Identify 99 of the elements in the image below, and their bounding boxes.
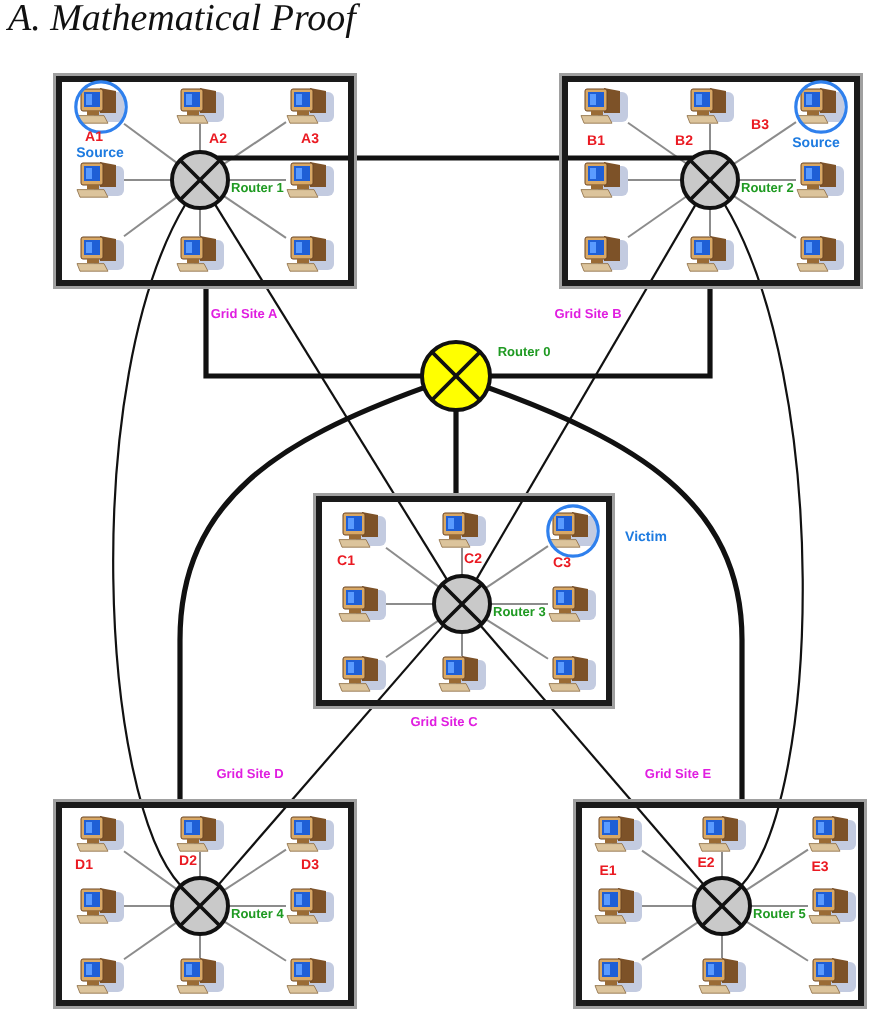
connection-line <box>385 546 441 589</box>
connection-line <box>385 603 435 605</box>
connection-line <box>203 286 422 379</box>
connection-line <box>627 195 689 239</box>
connection-line <box>199 207 201 237</box>
connection-line <box>737 179 797 181</box>
computer-icon <box>176 236 224 272</box>
computer-icon <box>808 888 856 924</box>
computer-icon <box>176 816 224 852</box>
connection-line <box>222 121 287 166</box>
computer-icon <box>338 586 386 622</box>
connection-line <box>627 179 683 181</box>
computer-icon <box>686 88 734 124</box>
computer-icon <box>580 88 628 124</box>
router-symbol <box>680 150 740 210</box>
router-symbol <box>170 876 230 936</box>
computer-icon <box>176 958 224 994</box>
connection-line <box>484 545 549 590</box>
computer-icon <box>286 88 334 124</box>
computer-icon <box>548 656 596 692</box>
computer-icon <box>438 512 486 548</box>
connection-line <box>479 624 705 886</box>
connection-line <box>453 410 459 496</box>
computer-icon <box>808 816 856 852</box>
computer-icon <box>796 162 844 198</box>
computer-icon <box>698 958 746 994</box>
connection-line <box>227 179 287 181</box>
computer-icon <box>76 958 124 994</box>
computer-icon <box>76 816 124 852</box>
connection-line <box>721 851 723 879</box>
computer-icon <box>808 958 856 994</box>
connection-line <box>744 920 809 962</box>
connection-line <box>489 603 549 605</box>
computer-icon <box>580 162 628 198</box>
connection-line <box>641 920 700 961</box>
connection-line <box>222 848 287 892</box>
computer-icon <box>548 586 596 622</box>
connection-line <box>484 618 549 660</box>
computer-icon <box>580 236 628 272</box>
connection-line <box>744 848 809 892</box>
router-symbol <box>432 574 492 634</box>
connection-line <box>199 933 201 959</box>
connection-line <box>627 121 689 165</box>
computer-icon <box>76 162 124 198</box>
connection-line <box>112 203 187 887</box>
connection-line <box>385 619 441 659</box>
router-symbol <box>692 876 752 936</box>
computer-icon <box>338 656 386 692</box>
connection-line <box>723 203 804 887</box>
connection-line <box>177 385 425 802</box>
connection-line <box>487 385 745 802</box>
computer-icon <box>686 236 734 272</box>
connection-line <box>490 286 713 379</box>
computer-icon <box>286 958 334 994</box>
connection-line <box>709 207 711 237</box>
computer-icon <box>698 816 746 852</box>
connection-line <box>475 203 697 581</box>
connection-line <box>213 203 449 581</box>
connection-line <box>227 905 287 907</box>
connection-line <box>461 631 463 657</box>
computer-icon <box>286 888 334 924</box>
connection-line <box>732 121 797 166</box>
section-heading: A. Mathematical Proof <box>8 0 356 42</box>
connection-line <box>199 851 201 879</box>
connection-line <box>709 123 711 153</box>
connection-line <box>217 624 445 886</box>
computer-icon <box>438 656 486 692</box>
connection-line <box>123 122 179 165</box>
computer-icon <box>76 888 124 924</box>
computer-icon <box>286 236 334 272</box>
connection-line <box>123 195 179 238</box>
computer-icon <box>594 958 642 994</box>
connection-line <box>732 194 797 239</box>
connection-line <box>641 849 700 892</box>
connection-line <box>123 850 179 891</box>
router-symbol <box>420 340 492 412</box>
computer-icon <box>286 162 334 198</box>
computer-icon <box>796 236 844 272</box>
computer-icon <box>286 816 334 852</box>
router-symbol <box>170 150 230 210</box>
connection-line <box>123 179 173 181</box>
connection-line <box>721 933 723 959</box>
computer-icon <box>338 512 386 548</box>
computer-icon <box>594 888 642 924</box>
computer-icon <box>76 236 124 272</box>
computer-icon <box>76 88 124 124</box>
connection-line <box>641 905 695 907</box>
computer-icon <box>176 88 224 124</box>
connection-line <box>123 921 179 961</box>
connection-line <box>123 905 173 907</box>
connection-line <box>222 920 287 962</box>
connection-line <box>222 194 287 239</box>
computer-icon <box>796 88 844 124</box>
connection-line <box>199 123 201 153</box>
connection-line <box>749 905 809 907</box>
computer-icon <box>548 512 596 548</box>
connection-line <box>217 155 693 161</box>
computer-icon <box>594 816 642 852</box>
connection-line <box>461 547 463 577</box>
